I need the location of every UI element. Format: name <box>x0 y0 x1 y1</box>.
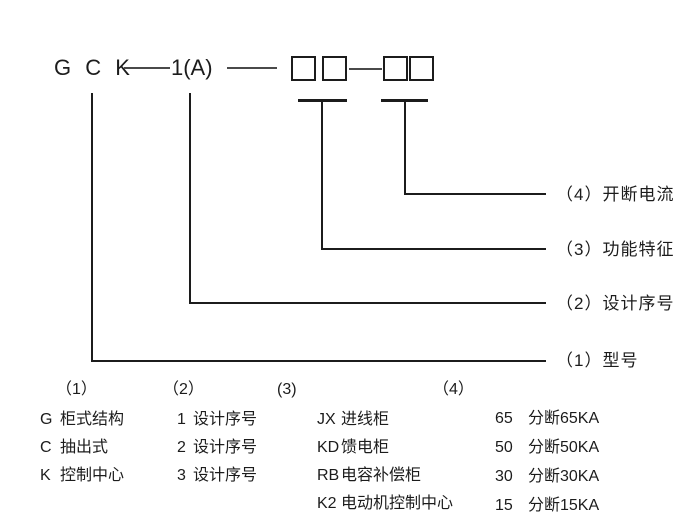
legend-item: 1 设计序号 <box>177 406 257 434</box>
legend-item-desc: 抽出式 <box>60 439 109 456</box>
callout-label-function-feature: （3）功能特征 <box>556 240 675 259</box>
legend-item: C 抽出式 <box>40 434 124 462</box>
legend-item-code: G <box>40 411 53 428</box>
legend-item: 50 分断50KA <box>495 433 599 462</box>
legend-item-desc: 控制中心 <box>60 467 125 484</box>
callout-stem-2 <box>189 93 191 304</box>
legend-item-desc: 分断15KA <box>528 497 600 514</box>
legend-column-design-serial: 1 设计序号 2 设计序号 3 设计序号 <box>177 406 257 490</box>
callout-line-1 <box>91 360 546 362</box>
callout-line-4 <box>404 193 546 195</box>
model-prefix: G C K <box>54 55 134 80</box>
legend-item-code: 2 <box>177 439 186 456</box>
legend-item-code: 15 <box>495 497 513 514</box>
legend-item-desc: 设计序号 <box>193 467 258 484</box>
legend-item-desc: 进线柜 <box>341 411 390 428</box>
legend-item: 65 分断65KA <box>495 404 599 433</box>
legend-item-code: C <box>40 439 52 456</box>
legend-item-desc: 电动机控制中心 <box>341 495 454 512</box>
legend-item-desc: 设计序号 <box>193 439 258 456</box>
placeholder-box-icon <box>409 56 434 81</box>
legend-item: JX 进线柜 <box>317 406 453 434</box>
legend-item-desc: 分断50KA <box>528 439 600 456</box>
callout-label-breaking-current: （4）开断电流 <box>556 185 675 204</box>
legend-item-code: 50 <box>495 439 513 456</box>
legend-item-code: KD <box>317 439 340 456</box>
legend-item-desc: 设计序号 <box>193 411 258 428</box>
legend-item-desc: 柜式结构 <box>60 411 125 428</box>
legend-item-code: 1 <box>177 411 186 428</box>
legend-item-code: 3 <box>177 467 186 484</box>
callout-line-2 <box>189 302 546 304</box>
legend-item: 30 分断30KA <box>495 462 599 491</box>
placeholder-box-icon <box>322 56 347 81</box>
legend-item-desc: 分断30KA <box>528 468 600 485</box>
legend-item: 2 设计序号 <box>177 434 257 462</box>
code-dash-line-2 <box>227 67 277 69</box>
legend-column-structure: G 柜式结构 C 抽出式 K 控制中心 <box>40 406 124 490</box>
box-connector-line <box>349 68 382 70</box>
legend-item: 3 设计序号 <box>177 462 257 490</box>
legend-header-4: （4） <box>433 381 474 398</box>
legend-item-desc: 电容补偿柜 <box>341 467 422 484</box>
placeholder-box-icon <box>291 56 316 81</box>
legend-header-2: （2） <box>163 381 204 398</box>
callout-label-design-serial: （2）设计序号 <box>556 294 675 313</box>
legend-item: 15 分断15KA <box>495 491 599 520</box>
legend-item: K2 电动机控制中心 <box>317 490 453 518</box>
legend-item: K 控制中心 <box>40 462 124 490</box>
callout-stem-3 <box>321 99 323 249</box>
callout-stem-4 <box>404 99 406 195</box>
legend-item-code: K <box>40 467 51 484</box>
model-series: 1(A) <box>171 55 213 80</box>
callout-label-model: （1）型号 <box>556 351 639 370</box>
legend-item-code: RB <box>317 467 340 484</box>
legend-item-code: K2 <box>317 495 337 512</box>
legend-column-function: JX 进线柜 KD 馈电柜 RB 电容补偿柜 K2 电动机控制中心 <box>317 406 453 518</box>
legend-item-code: JX <box>317 411 336 428</box>
legend-item: G 柜式结构 <box>40 406 124 434</box>
callout-line-3 <box>321 248 546 250</box>
legend-header-1: （1） <box>56 381 97 398</box>
legend-header-3: (3) <box>277 381 297 398</box>
callout-stem-1 <box>91 93 93 362</box>
legend-item: KD 馈电柜 <box>317 434 453 462</box>
legend-item-desc: 馈电柜 <box>341 439 390 456</box>
legend-item-desc: 分断65KA <box>528 410 600 427</box>
legend-item-code: 65 <box>495 410 513 427</box>
placeholder-box-icon <box>383 56 408 81</box>
code-dash-line-1 <box>124 67 170 69</box>
legend-column-breaking-current: 65 分断65KA 50 分断50KA 30 分断30KA 15 分断15KA <box>495 404 599 520</box>
legend-item-code: 30 <box>495 468 513 485</box>
legend-item: RB 电容补偿柜 <box>317 462 453 490</box>
